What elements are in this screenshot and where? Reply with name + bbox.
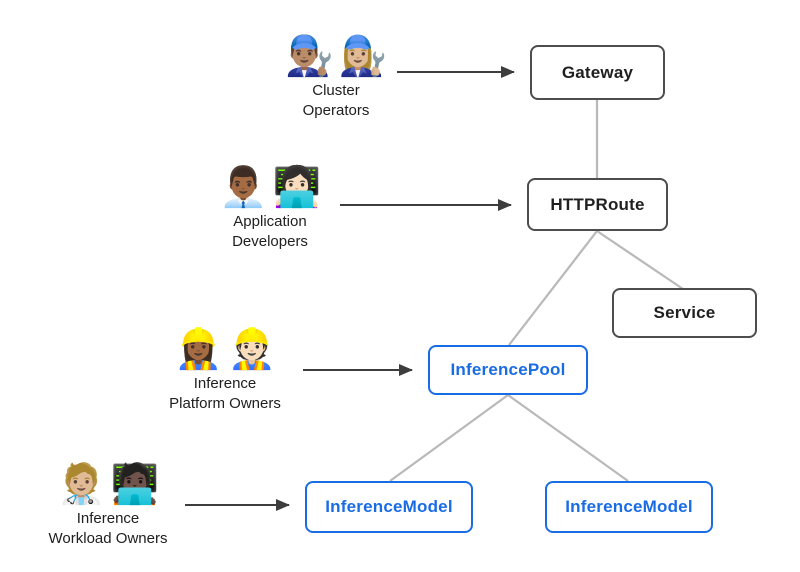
node-httproute: HTTPRoute (527, 178, 668, 231)
actor-application-developers-label: Application Developers (232, 212, 308, 252)
woman-technologist-emoji: 👩🏻‍💻 (272, 166, 322, 209)
node-inferencemodel-right-label: InferenceModel (565, 497, 693, 516)
node-inferencemodel-left: InferenceModel (305, 481, 473, 533)
edge-httproute-service (596, 230, 684, 290)
node-inferencepool-label: InferencePool (450, 360, 566, 379)
actor-label-line2: Operators (302, 102, 370, 119)
edge-inferencepool-inferencemodel-left (389, 394, 509, 482)
technologist-emoji: 🧑🏿‍💻 (110, 463, 160, 506)
actor-inference-platform-owners: 👷🏾‍♀️ 👷🏻 Inference Platform Owners (145, 326, 305, 414)
man-mechanic-emoji: 👨🏽‍🔧 (284, 35, 334, 78)
woman-construction-worker-emoji: 👷🏾‍♀️ (173, 328, 223, 371)
mechanics-emoji-pair: 👨🏽‍🔧 👩🏼‍🔧 (285, 33, 387, 80)
workload-owners-emoji-pair: 🧑🏼‍⚕️ 🧑🏿‍💻 (57, 461, 159, 508)
edge-httproute-inferencepool (508, 230, 598, 346)
node-gateway: Gateway (530, 45, 665, 100)
health-worker-emoji: 🧑🏼‍⚕️ (56, 463, 106, 506)
actor-cluster-operators: 👨🏽‍🔧 👩🏼‍🔧 Cluster Operators (256, 33, 416, 121)
actor-label-line1: Application (233, 213, 307, 230)
node-inferencemodel-right: InferenceModel (545, 481, 713, 533)
actor-inference-workload-owners-label: Inference Workload Owners (49, 509, 168, 549)
node-inferencemodel-left-label: InferenceModel (325, 497, 453, 516)
construction-workers-emoji-pair: 👷🏾‍♀️ 👷🏻 (174, 326, 276, 373)
node-inferencepool: InferencePool (428, 345, 588, 395)
actor-cluster-operators-label: Cluster Operators (303, 81, 370, 121)
actor-label-line2: Developers (232, 233, 308, 250)
actor-inference-workload-owners: 🧑🏼‍⚕️ 🧑🏿‍💻 Inference Workload Owners (28, 461, 188, 549)
node-httproute-label: HTTPRoute (550, 194, 645, 214)
actor-inference-platform-owners-label: Inference Platform Owners (169, 374, 281, 414)
node-service-label: Service (653, 303, 716, 322)
edge-inferencepool-inferencemodel-right (507, 394, 629, 482)
man-office-worker-emoji: 👨🏾‍💼 (218, 166, 268, 209)
man-construction-worker-emoji: 👷🏻 (227, 328, 277, 371)
node-gateway-label: Gateway (561, 62, 634, 82)
actor-label-line1: Cluster (312, 82, 360, 99)
actor-label-line1: Inference (76, 510, 140, 527)
actor-label-line2: Workload Owners (48, 530, 168, 547)
developers-emoji-pair: 👨🏾‍💼 👩🏻‍💻 (219, 164, 321, 211)
node-service: Service (612, 288, 757, 338)
woman-mechanic-emoji: 👩🏼‍🔧 (338, 35, 388, 78)
actor-label-line2: Platform Owners (169, 395, 281, 412)
actor-application-developers: 👨🏾‍💼 👩🏻‍💻 Application Developers (190, 164, 350, 252)
actor-label-line1: Inference (193, 375, 257, 392)
